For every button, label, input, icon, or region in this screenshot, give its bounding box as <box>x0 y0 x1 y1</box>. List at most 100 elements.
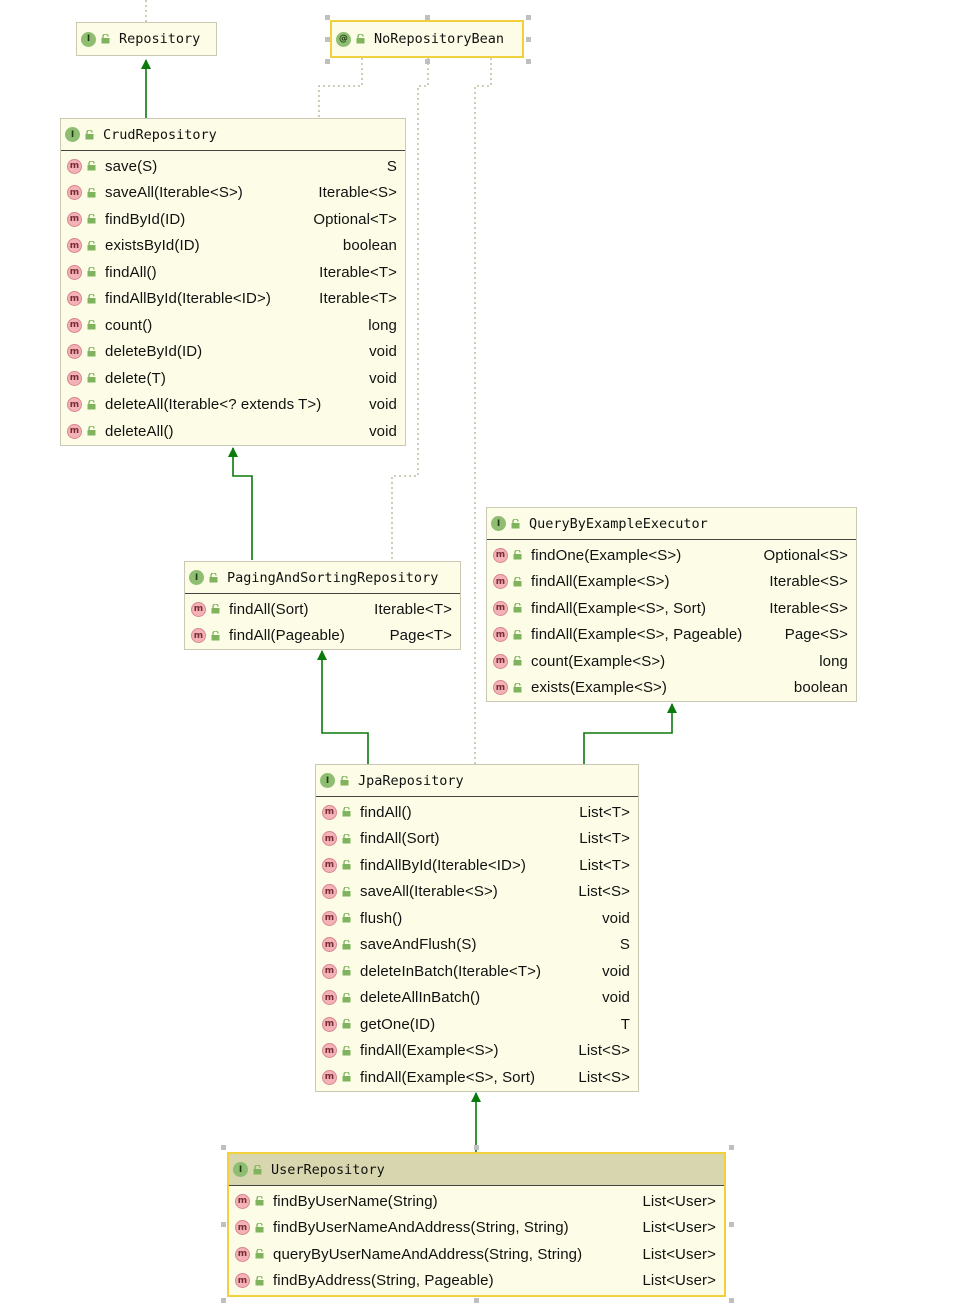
selection-handle[interactable] <box>526 59 531 64</box>
selection-handle[interactable] <box>221 1145 226 1150</box>
method-signature: existsById(ID) <box>105 237 200 255</box>
public-lock-icon <box>253 1164 262 1175</box>
method-signature: saveAndFlush(S) <box>360 936 477 954</box>
node-title: CrudRepository <box>103 126 217 143</box>
node-repository[interactable]: I Repository <box>76 22 217 56</box>
interface-icon: I <box>81 31 96 47</box>
public-lock-icon <box>340 775 349 786</box>
method-signature: findAll(Sort) <box>229 600 309 618</box>
method-return-type: List<S> <box>578 1042 630 1060</box>
method-return-type: Optional<S> <box>763 546 848 564</box>
selection-handle[interactable] <box>325 15 330 20</box>
selection-handle[interactable] <box>325 37 330 42</box>
selection-handle[interactable] <box>474 1298 479 1303</box>
public-lock-icon <box>255 1275 264 1286</box>
public-lock-icon <box>511 518 520 529</box>
selection-handle[interactable] <box>425 15 430 20</box>
public-lock-icon <box>87 373 96 383</box>
method-signature: findByUserNameAndAddress(String, String) <box>273 1219 569 1237</box>
selection-handle[interactable] <box>474 1145 479 1150</box>
node-header: I QueryByExampleExecutor <box>487 508 856 540</box>
node-no-repository-bean[interactable]: @ NoRepositoryBean <box>330 20 524 58</box>
method-signature: count() <box>105 316 153 334</box>
selection-handle[interactable] <box>425 59 430 64</box>
method-return-type: Optional<T> <box>313 210 397 228</box>
method-icon: m <box>67 370 82 386</box>
node-title: PagingAndSortingRepository <box>227 569 439 586</box>
method-return-type: Page<T> <box>389 627 452 645</box>
selection-handle[interactable] <box>526 15 531 20</box>
method-icon: m <box>322 990 337 1006</box>
method-icon: m <box>67 185 82 201</box>
node-header: I UserRepository <box>229 1154 724 1186</box>
selection-handle[interactable] <box>325 59 330 64</box>
selection-handle[interactable] <box>526 37 531 42</box>
selection-handle[interactable] <box>221 1222 226 1227</box>
edge-annotation-crud <box>318 58 363 118</box>
public-lock-icon <box>342 939 351 950</box>
public-lock-icon <box>87 293 96 304</box>
method-signature: deleteAllInBatch() <box>360 989 481 1007</box>
method-signature: flush() <box>360 909 403 927</box>
public-lock-icon <box>87 346 96 357</box>
selection-handle[interactable] <box>221 1298 226 1303</box>
method-return-type: void <box>369 343 397 361</box>
method-icon: m <box>235 1246 250 1262</box>
method-return-type: long <box>368 316 397 334</box>
public-lock-icon <box>356 34 365 44</box>
selection-handle[interactable] <box>729 1222 734 1227</box>
selection-handle[interactable] <box>729 1145 734 1150</box>
selection-handle[interactable] <box>729 1298 734 1303</box>
interface-icon: I <box>233 1162 248 1177</box>
method-return-type: List<User> <box>642 1272 716 1290</box>
edge-jpa-extends-qbe <box>583 703 677 764</box>
edge-jpa-extends-paging <box>317 650 369 764</box>
public-lock-icon <box>87 214 96 224</box>
method-icon: m <box>191 628 206 644</box>
method-return-type: Iterable<T> <box>374 600 452 618</box>
method-signature: saveAll(Iterable<S>) <box>105 184 243 202</box>
method-icon: m <box>322 963 337 979</box>
method-return-type: void <box>369 396 397 414</box>
